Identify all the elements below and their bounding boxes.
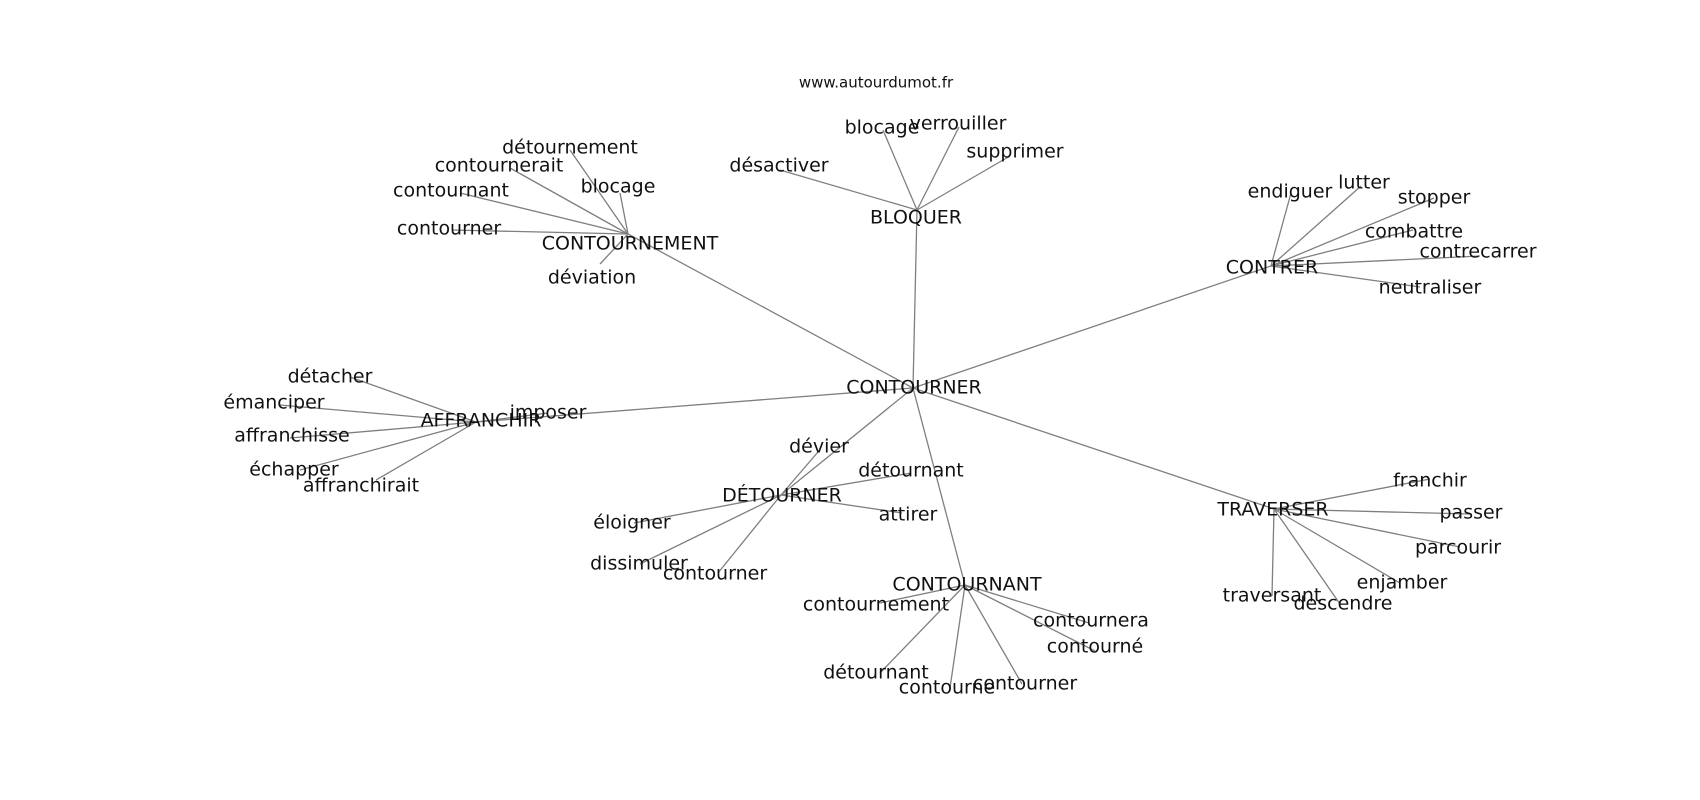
leaf-node-contournant-contourner[interactable]: contourner — [973, 673, 1077, 695]
edge-root-to-detourner — [780, 387, 914, 496]
leaf-node-contournant-contourne[interactable]: contourne — [899, 677, 995, 699]
edge-contournant-to-detournant — [879, 584, 966, 674]
leaf-node-traverser-descendre[interactable]: descendre — [1294, 593, 1393, 615]
hub-node-traverser[interactable]: TRAVERSER — [1216, 499, 1328, 521]
hub-node-contournant[interactable]: CONTOURNANT — [892, 574, 1042, 596]
graph-edges — [279, 126, 1481, 689]
leaf-node-detourner-attirer[interactable]: attirer — [879, 504, 938, 526]
leaf-node-contournement-contourner[interactable]: contourner — [397, 218, 501, 240]
leaf-node-affranchir-emanciper[interactable]: émanciper — [223, 392, 324, 414]
edge-traverser-to-passer — [1273, 508, 1471, 515]
edge-root-to-traverser — [912, 387, 1275, 510]
root-node-label[interactable]: CONTOURNER — [846, 377, 982, 399]
leaf-node-bloquer-blocage[interactable]: blocage — [845, 117, 920, 139]
edge-contrer-to-endiguer — [1270, 192, 1292, 267]
leaf-node-detourner-dissimuler[interactable]: dissimuler — [590, 553, 688, 575]
edge-contrer-to-combattre — [1270, 229, 1414, 267]
edge-affranchir-to-imposer — [475, 412, 549, 423]
edge-root-to-bloquer — [912, 209, 918, 389]
edge-contournement-to-contournerait — [509, 167, 629, 235]
leaf-node-affranchir-affranchisse[interactable]: affranchisse — [234, 425, 349, 447]
edge-detourner-to-dissimuler — [639, 494, 782, 565]
leaf-node-affranchir-imposer[interactable]: imposer — [510, 402, 587, 424]
edge-traverser-to-descendre — [1273, 508, 1341, 605]
edge-detourner-to-contourner — [717, 494, 782, 574]
edge-contrer-to-contrecarrer — [1270, 255, 1481, 267]
edge-root-to-contrer — [912, 265, 1272, 389]
edge-affranchir-to-detacher — [349, 376, 477, 423]
graph-labels: www.autourdumot.fr CONTOURNER détournemen… — [223, 74, 1536, 699]
edge-root-to-contournant — [912, 387, 966, 586]
edge-contournant-to-contournera — [964, 584, 1090, 624]
edge-bloquer-to-blocage — [882, 129, 918, 211]
edge-detourner-to-devier — [780, 451, 819, 496]
leaf-node-bloquer-supprimer[interactable]: supprimer — [966, 141, 1063, 163]
edge-contrer-to-neutraliser — [1270, 265, 1421, 288]
leaf-node-bloquer-verrouiller[interactable]: verrouiller — [910, 113, 1007, 135]
leaf-node-affranchir-echapper[interactable]: échapper — [249, 459, 339, 481]
hub-node-contournement[interactable]: CONTOURNEMENT — [542, 233, 719, 255]
leaf-node-contournement-blocage[interactable]: blocage — [581, 176, 656, 198]
edge-traverser-to-enjamber — [1273, 508, 1401, 584]
edge-contournement-to-contourner — [451, 229, 629, 235]
leaf-node-traverser-franchir[interactable]: franchir — [1393, 470, 1467, 492]
edge-detourner-to-attirer — [780, 494, 903, 514]
leaf-node-bloquer-desactiver[interactable]: désactiver — [729, 155, 828, 177]
leaf-node-traverser-passer[interactable]: passer — [1439, 502, 1502, 524]
edge-contournement-to-blocage — [619, 192, 629, 235]
leaf-node-contournant-contournera[interactable]: contournera — [1033, 610, 1149, 632]
edge-contournant-to-contourner — [964, 584, 1023, 685]
leaf-node-contrer-lutter[interactable]: lutter — [1338, 172, 1390, 194]
edge-contournant-to-contourne — [949, 584, 966, 689]
leaf-node-contrer-endiguer[interactable]: endiguer — [1248, 181, 1333, 203]
edge-affranchir-to-affranchisse — [289, 421, 477, 439]
edge-bloquer-to-supprimer — [916, 155, 1011, 211]
edge-contournement-to-deviation — [599, 233, 629, 265]
hub-node-detourner[interactable]: DÉTOURNER — [722, 484, 842, 507]
leaf-node-contrer-contrecarrer[interactable]: contrecarrer — [1419, 241, 1536, 263]
edge-bloquer-to-desactiver — [779, 169, 918, 211]
leaf-node-traverser-traversant[interactable]: traversant — [1223, 585, 1322, 607]
leaf-node-detourner-eloigner[interactable]: éloigner — [593, 512, 671, 534]
leaf-node-detourner-contourner[interactable]: contourner — [663, 563, 767, 585]
hub-node-bloquer[interactable]: BLOQUER — [870, 207, 962, 229]
edge-contournant-to-contournement — [879, 584, 966, 604]
leaf-node-traverser-enjamber[interactable]: enjamber — [1357, 572, 1448, 594]
edge-affranchir-to-affranchirait — [375, 421, 477, 481]
edge-contournement-to-detournement — [569, 149, 629, 235]
leaf-node-affranchir-affranchirait[interactable]: affranchirait — [303, 475, 419, 497]
leaf-node-detourner-detournant[interactable]: détournant — [858, 460, 964, 482]
edge-affranchir-to-echapper — [299, 421, 477, 471]
leaf-node-contrer-neutraliser[interactable]: neutraliser — [1379, 277, 1482, 299]
leaf-node-contournement-contournant[interactable]: contournant — [393, 180, 509, 202]
edge-detourner-to-eloigner — [633, 494, 782, 524]
leaf-node-traverser-parcourir[interactable]: parcourir — [1415, 537, 1501, 559]
leaf-node-detourner-devier[interactable]: dévier — [789, 436, 849, 458]
leaf-node-contournement-deviation[interactable]: déviation — [548, 267, 636, 289]
leaf-node-contournement-contournerait[interactable]: contournerait — [435, 155, 564, 177]
edge-bloquer-to-verrouiller — [916, 126, 960, 211]
leaf-node-contournant-contournement[interactable]: contournement — [803, 594, 949, 616]
edge-contournement-to-contournant — [459, 192, 629, 235]
leaf-node-affranchir-detacher[interactable]: détacher — [288, 366, 373, 388]
leaf-node-contrer-combattre[interactable]: combattre — [1365, 221, 1463, 243]
leaf-node-contrer-stopper[interactable]: stopper — [1398, 187, 1471, 209]
edge-affranchir-to-emanciper — [279, 404, 477, 423]
edge-traverser-to-franchir — [1273, 478, 1431, 510]
edge-traverser-to-traversant — [1271, 508, 1275, 597]
hub-node-affranchir[interactable]: AFFRANCHIR — [421, 410, 542, 432]
edge-root-to-contournement — [627, 233, 914, 389]
leaf-node-contournement-detournement[interactable]: détournement — [502, 137, 638, 159]
edge-contrer-to-stopper — [1270, 197, 1435, 267]
edge-contrer-to-lutter — [1270, 185, 1362, 267]
hub-node-contrer[interactable]: CONTRER — [1226, 257, 1318, 279]
edge-detourner-to-detournant — [780, 472, 912, 496]
edge-root-to-affranchir — [475, 387, 914, 423]
edge-contournant-to-contourne — [964, 584, 1096, 652]
leaf-node-contournant-contourne[interactable]: contourné — [1047, 636, 1143, 658]
source-site-label: www.autourdumot.fr — [799, 74, 954, 92]
edge-traverser-to-parcourir — [1273, 508, 1461, 548]
leaf-node-contournant-detournant[interactable]: détournant — [823, 662, 929, 684]
